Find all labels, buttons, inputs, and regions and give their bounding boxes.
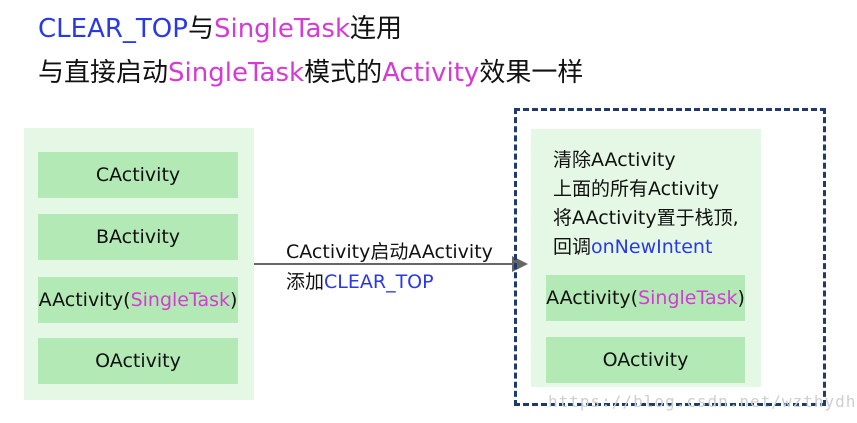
arrow-label-line1: CActivity启动AActivity bbox=[286, 241, 493, 263]
result-dashed-frame bbox=[514, 108, 826, 406]
title2-part-a: 与直接启动 bbox=[38, 58, 169, 88]
note-line2: 上面的所有Activity bbox=[553, 178, 720, 200]
title-with: 与 bbox=[187, 14, 214, 44]
right-stack-item-oactivity: OActivity bbox=[546, 337, 745, 383]
left-aactivity-mode: SingleTask bbox=[130, 289, 230, 311]
title-combined: 连用 bbox=[350, 14, 403, 44]
left-stack-item-oactivity: OActivity bbox=[38, 338, 238, 384]
arrow-label-clear-top: CLEAR_TOP bbox=[324, 271, 434, 293]
title-clear-top: CLEAR_TOP bbox=[38, 14, 188, 44]
arrow-label-line2: 添加CLEAR_TOP bbox=[286, 271, 434, 293]
right-aactivity-mode: SingleTask bbox=[638, 287, 738, 309]
transition-arrow bbox=[254, 263, 522, 265]
note-line4: 回调onNewIntent bbox=[553, 236, 713, 258]
note-on-new-intent: onNewIntent bbox=[591, 236, 713, 258]
left-stack-item-aactivity: AActivity(SingleTask) bbox=[38, 277, 238, 323]
left-stack-item-bactivity: BActivity bbox=[38, 214, 238, 260]
title2-singletask: SingleTask bbox=[168, 58, 305, 88]
note-line3: 将AActivity置于栈顶, bbox=[553, 207, 739, 229]
left-stack-item-cactivity: CActivity bbox=[38, 152, 238, 198]
title2-activity: Activity bbox=[382, 58, 480, 88]
note-line1: 清除AActivity bbox=[553, 149, 676, 171]
title2-part-e: 效果一样 bbox=[479, 58, 584, 88]
title2-part-c: 模式的 bbox=[304, 58, 383, 88]
watermark: https://blog.csdn.net/wzthydh bbox=[548, 392, 857, 411]
right-stack-item-aactivity: AActivity(SingleTask) bbox=[546, 275, 745, 321]
diagram-title-line1: CLEAR_TOP与SingleTask连用 bbox=[38, 8, 402, 45]
diagram-title-line2: 与直接启动SingleTask模式的Activity效果一样 bbox=[38, 52, 583, 89]
title-singletask: SingleTask bbox=[213, 14, 351, 44]
